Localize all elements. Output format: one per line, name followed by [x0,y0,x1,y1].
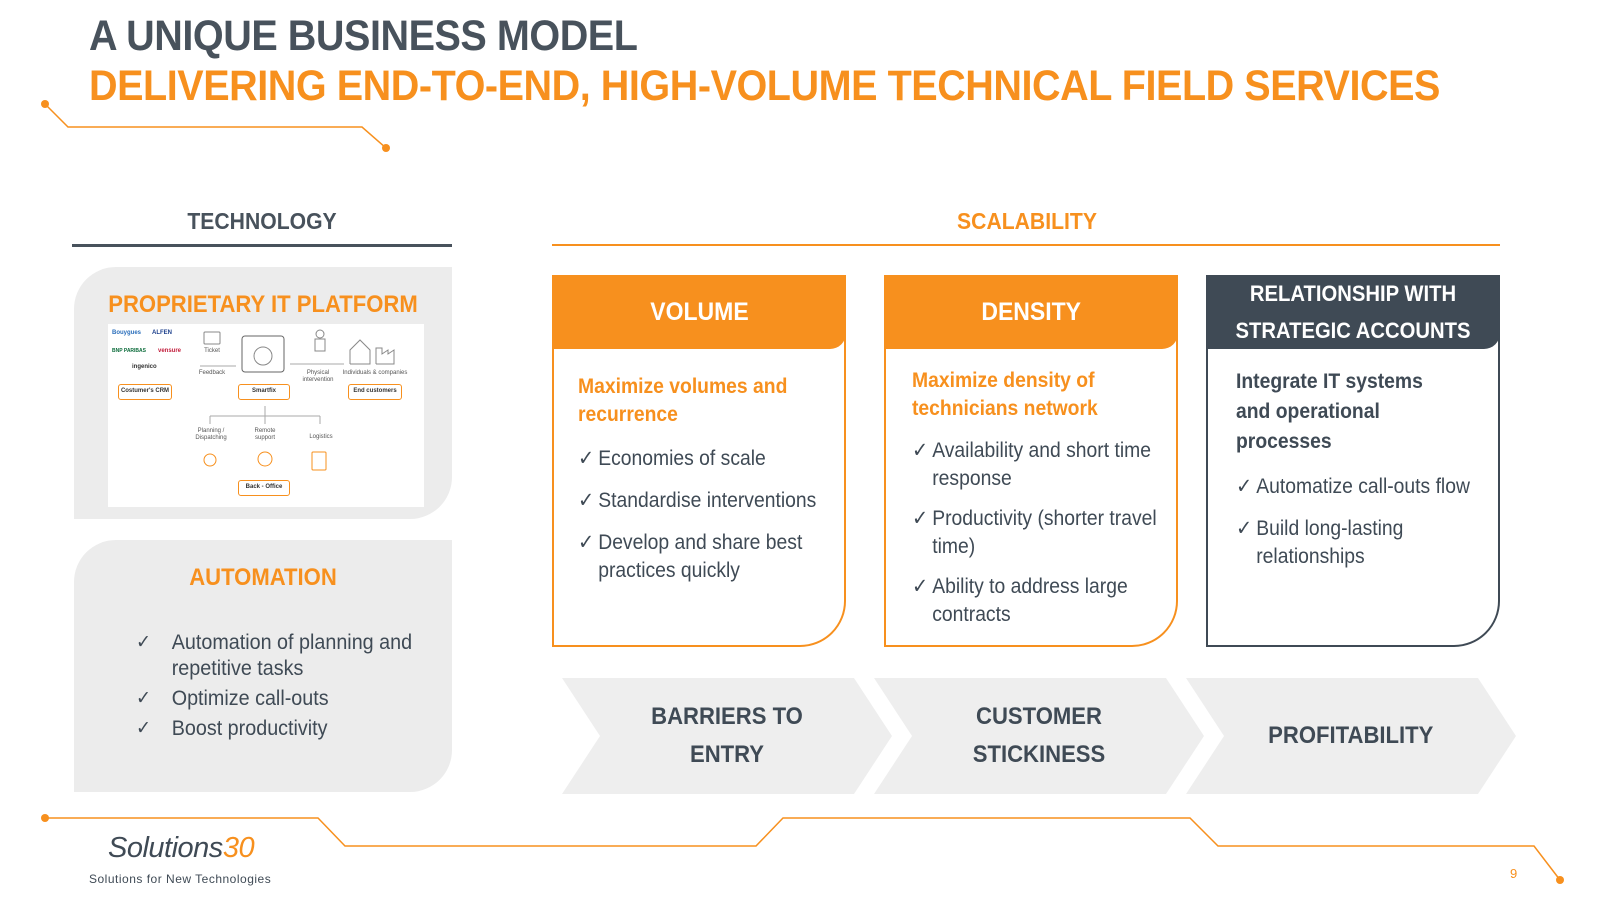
check-icon: ✓ [1236,475,1253,498]
list-item: ✓Ability to address large contracts [912,575,1128,626]
outcome-label: PROFITABILITY [1268,722,1434,749]
map-pin-icon [203,453,217,467]
check-icon: ✓ [578,531,595,554]
list-item: ✓Standardise interventions [578,487,828,515]
relationship-card-header: RELATIONSHIP WITH STRATEGIC ACCOUNTS [1206,275,1500,349]
planning-label: Planning / Dispatching [195,428,227,441]
house-icon [349,339,371,365]
client-logo: Bouygues [112,330,142,336]
clipboard-icon [311,451,327,471]
list-item: ✓Automation of planning and repetitive t… [136,631,413,680]
gear-icon [241,335,285,373]
density-card-header: DENSITY [884,275,1178,349]
headset-icon [257,451,273,467]
company-tagline: Solutions for New Technologies [89,872,272,886]
check-icon: ✓ [136,718,151,739]
logistics-label: Logistics [309,434,333,440]
list-item: ✓Build long-lasting relationships [1236,517,1404,568]
diagram-graphics [200,329,395,471]
volume-card-subtitle: Maximize volumes and recurrence [578,375,788,426]
chevron-shape [874,678,1204,794]
individuals-label: Individuals & companies [342,370,408,376]
list-item: ✓Productivity (shorter travel time) [912,507,1157,558]
outcome-arrow-barriers: BARRIERS TO ENTRY [562,678,892,794]
outcome-arrow-stickiness: CUSTOMER STICKINESS [874,678,1204,794]
check-icon: ✓ [578,447,595,470]
technology-heading: TECHNOLOGY [187,208,337,234]
scalability-divider [552,244,1500,246]
check-icon: ✓ [912,507,929,530]
technology-divider [72,244,452,247]
smartfix-box: Smartfix [238,384,290,400]
chevron-shape [562,678,892,794]
check-icon: ✓ [912,575,929,598]
technician-icon [315,329,325,339]
relationship-card-list: ✓Automatize call-outs flow ✓Build long-l… [1236,473,1500,571]
density-card-subtitle: Maximize density of technicians network [912,369,1098,420]
list-item: ✓Develop and share best practices quickl… [578,531,803,582]
monitor-icon [203,331,221,345]
check-icon: ✓ [578,489,595,512]
it-platform-panel: PROPRIETARY IT PLATFORM [74,267,452,519]
chevron-shape [1186,678,1516,794]
automation-title: AUTOMATION [189,564,337,591]
page-title: A UNIQUE BUSINESS MODEL [89,12,638,60]
list-item: ✓Boost productivity [136,717,328,740]
outcome-label: BARRIERS TO ENTRY [651,703,803,768]
feedback-label: Feedback [198,370,226,376]
list-item: ✓Availability and short time response [912,439,1151,490]
check-icon: ✓ [136,632,151,653]
list-item: ✓Economies of scale [578,445,828,473]
list-item: ✓Optimize call-outs [136,687,329,710]
density-card-list: ✓Availability and short time response ✓P… [912,437,1184,629]
check-icon: ✓ [136,688,151,709]
check-icon: ✓ [912,439,929,462]
scalability-heading: SCALABILITY [957,208,1097,234]
volume-card: VOLUME Maximize volumes and recurrence ✓… [552,275,846,647]
client-logo: ingenico [132,364,157,370]
crm-box: Costumer's CRM [118,384,172,400]
remote-support-label: Remote support [254,428,276,441]
outcome-arrow-profitability: PROFITABILITY [1186,678,1516,794]
list-item: ✓Automatize call-outs flow [1236,473,1479,501]
automation-panel: AUTOMATION ✓Automation of planning and r… [74,540,452,792]
it-platform-title: PROPRIETARY IT PLATFORM [108,291,418,318]
volume-card-list: ✓Economies of scale ✓Standardise interve… [578,445,850,585]
factory-icon [375,347,395,365]
page-number: 9 [1510,866,1518,881]
automation-list: ✓Automation of planning and repetitive t… [136,630,466,746]
end-customers-box: End customers [348,384,402,400]
relationship-card-subtitle: Integrate IT systems and operational pro… [1236,370,1423,453]
it-platform-diagram: Bouygues ALFEN BNP PARIBAS vensure ingen… [108,324,424,507]
physical-intervention-label: Physical intervention [302,370,334,383]
client-logo: vensure [158,348,182,354]
relationship-card: RELATIONSHIP WITH STRATEGIC ACCOUNTS Int… [1206,275,1500,647]
back-office-box: Back - Office [238,480,290,496]
client-logo: ALFEN [152,330,172,336]
volume-card-header: VOLUME [552,275,846,349]
page-subtitle: DELIVERING END-TO-END, HIGH-VOLUME TECHN… [89,62,1440,110]
client-logo: BNP PARIBAS [112,348,146,354]
ticket-label: Ticket [204,348,220,354]
density-card: DENSITY Maximize density of technicians … [884,275,1178,647]
company-logo: Solutions30 [108,832,255,864]
outcome-label: CUSTOMER STICKINESS [972,703,1106,768]
check-icon: ✓ [1236,517,1253,540]
